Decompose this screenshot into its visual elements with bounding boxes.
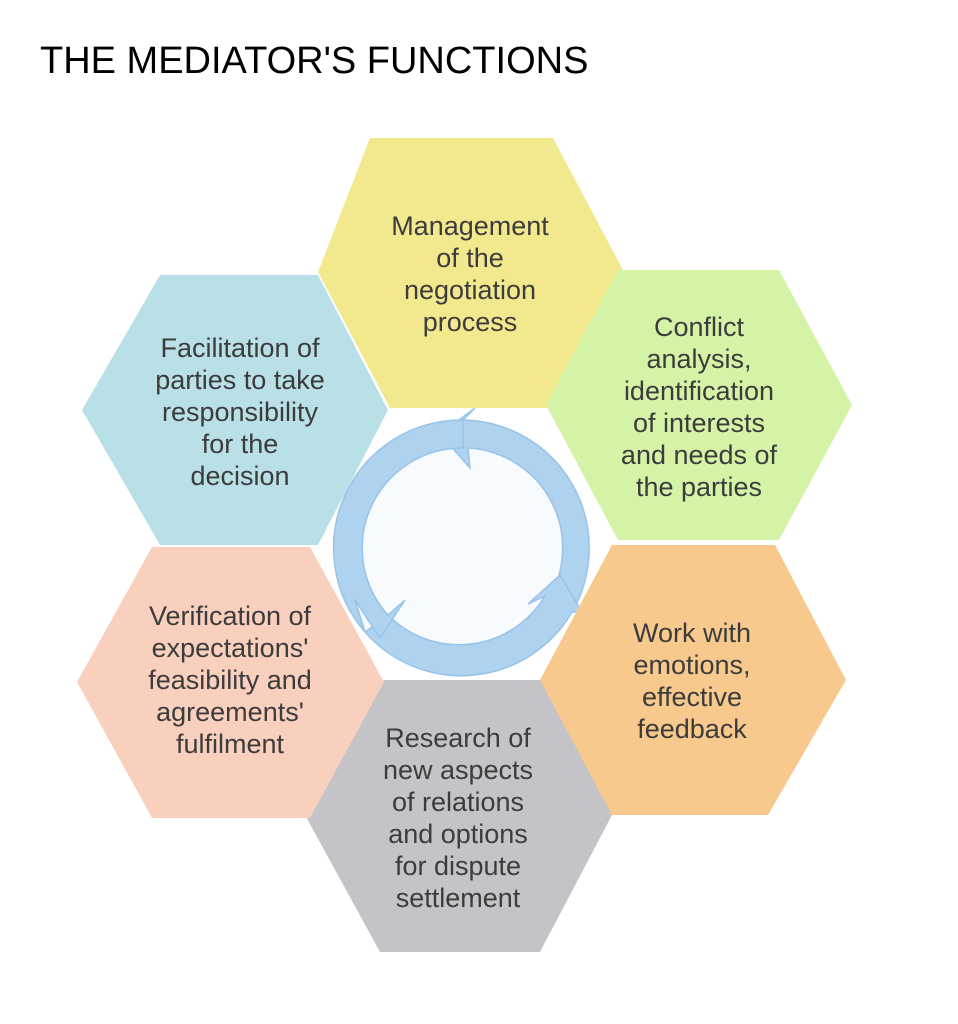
- hexagon-top-label-line: Management: [391, 211, 549, 241]
- page-title: THE MEDIATOR'S FUNCTIONS: [40, 40, 589, 82]
- hexagon-top-left-label-line: parties to take: [155, 365, 325, 395]
- hexagon-bottom-label-line: Research of: [385, 723, 531, 753]
- hexagon-bottom-left-label-line: feasibility and: [148, 665, 312, 695]
- hexagon-top-shape: [318, 138, 624, 408]
- hexagon-bottom-right-label-line: feedback: [637, 714, 747, 744]
- hexagon-top-left-shape: [82, 275, 388, 545]
- circular-cycle-arrows-icon: [332, 407, 591, 677]
- hexagon-top-left-label-line: for the: [202, 429, 279, 459]
- hexagon-top-left-label-line: responsibility: [162, 397, 319, 427]
- hexagon-top-right-label-line: Conflict: [654, 312, 745, 342]
- hexagon-top-right-shape: [546, 270, 852, 540]
- hexagon-top-label-line: negotiation: [404, 275, 536, 305]
- hexagon-bottom-left-label-line: fulfilment: [176, 729, 285, 759]
- hexagon-top-right-label-line: the parties: [636, 472, 762, 502]
- hexagon-bottom-label-line: for dispute: [395, 851, 521, 881]
- hexagon-top-right-label-line: and needs of: [621, 440, 778, 470]
- hexagon-bottom-left-label-line: expectations': [152, 633, 309, 663]
- hexagon-bottom-right-shape: [540, 545, 846, 815]
- hexagon-top-label-line: of the: [436, 243, 504, 273]
- hexagon-bottom-shape: [305, 680, 612, 952]
- hexagon-top-left-label-line: decision: [190, 461, 289, 491]
- hexagon-top-right-label-line: identification: [624, 376, 774, 406]
- hexagon-bottom-right-label-line: Work with: [633, 618, 751, 648]
- hexagon-bottom-right-label-line: effective: [642, 682, 742, 712]
- hexagon-bottom-left-label-line: agreements': [156, 697, 304, 727]
- hexagon-top-left-label-line: Facilitation of: [160, 333, 320, 363]
- hexagon-bottom-label-line: settlement: [396, 883, 521, 913]
- hexagon-bottom-label-line: and options: [388, 819, 528, 849]
- hexagon-top-right-label-line: of interests: [633, 408, 765, 438]
- hexagon-bottom-left-shape: [77, 547, 384, 818]
- hexagon-bottom-left-label-line: Verification of: [149, 601, 312, 631]
- hexagon-bottom-label-line: new aspects: [383, 755, 533, 785]
- hexagon-top-right-label-line: analysis,: [646, 344, 751, 374]
- hexagon-bottom-label-line: of relations: [392, 787, 524, 817]
- hexagon-top-label-line: process: [423, 307, 518, 337]
- hexagon-bottom-right-label-line: emotions,: [633, 650, 750, 680]
